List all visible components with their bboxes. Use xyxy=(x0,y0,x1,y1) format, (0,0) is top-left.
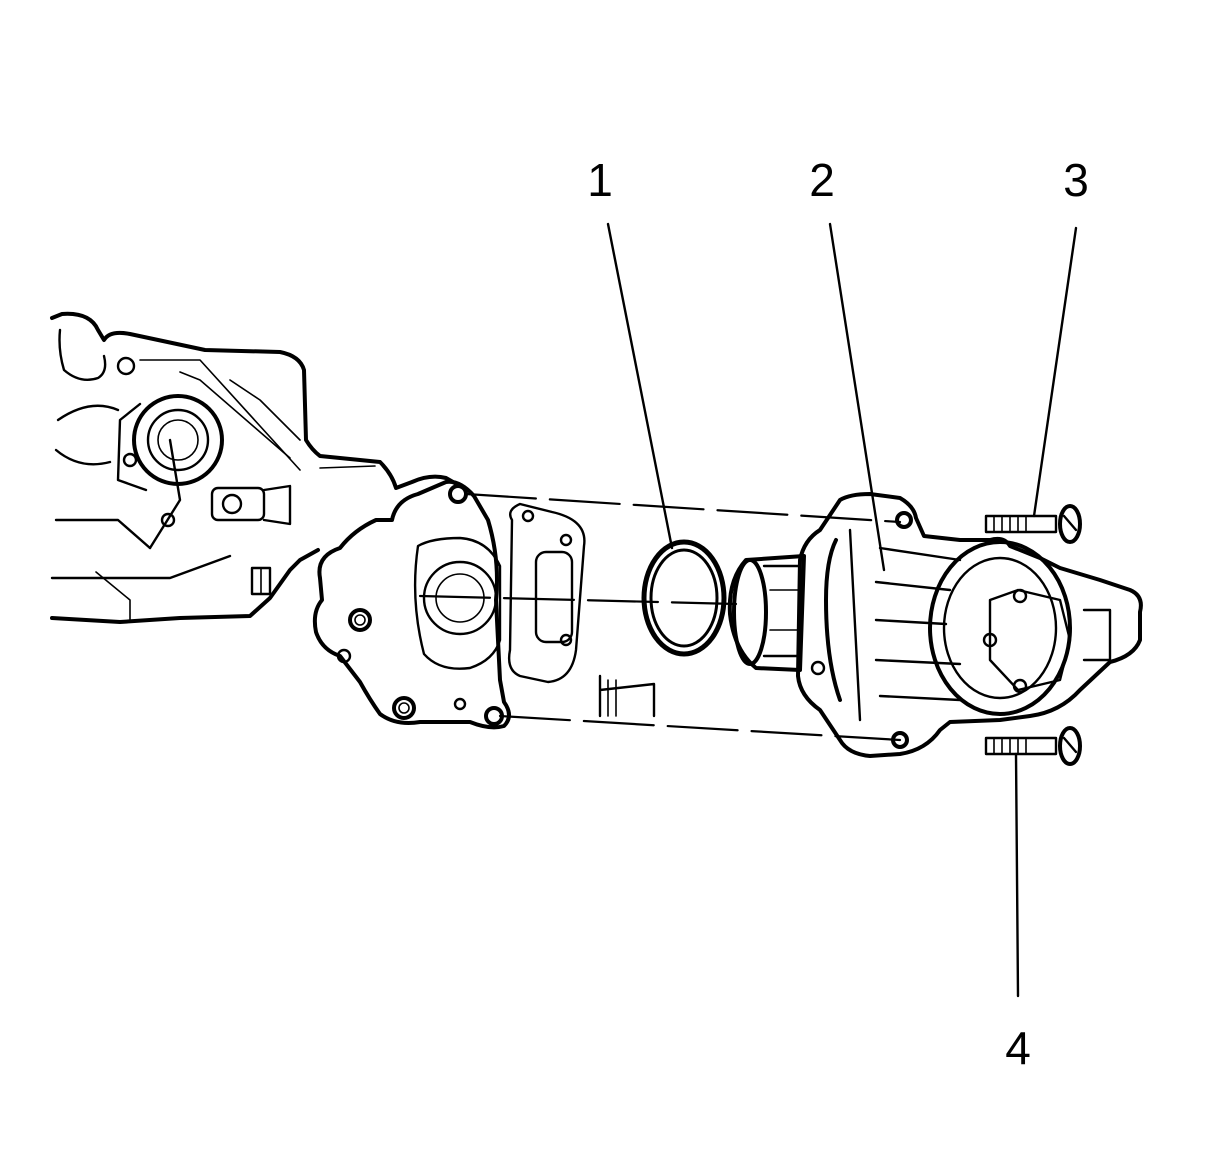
callout-1-label: 1 xyxy=(587,154,613,206)
o-ring-seal xyxy=(641,539,727,657)
leader-lines xyxy=(606,222,1078,998)
mounting-flange xyxy=(312,479,656,730)
callout-4-label: 4 xyxy=(1005,1022,1031,1074)
callout-3-label: 3 xyxy=(1063,154,1089,206)
bolt-upper xyxy=(984,504,1082,544)
engine-housing xyxy=(50,311,462,624)
callout-2-label: 2 xyxy=(809,154,835,206)
bolt-lower xyxy=(984,726,1082,766)
water-pump xyxy=(727,492,1143,758)
